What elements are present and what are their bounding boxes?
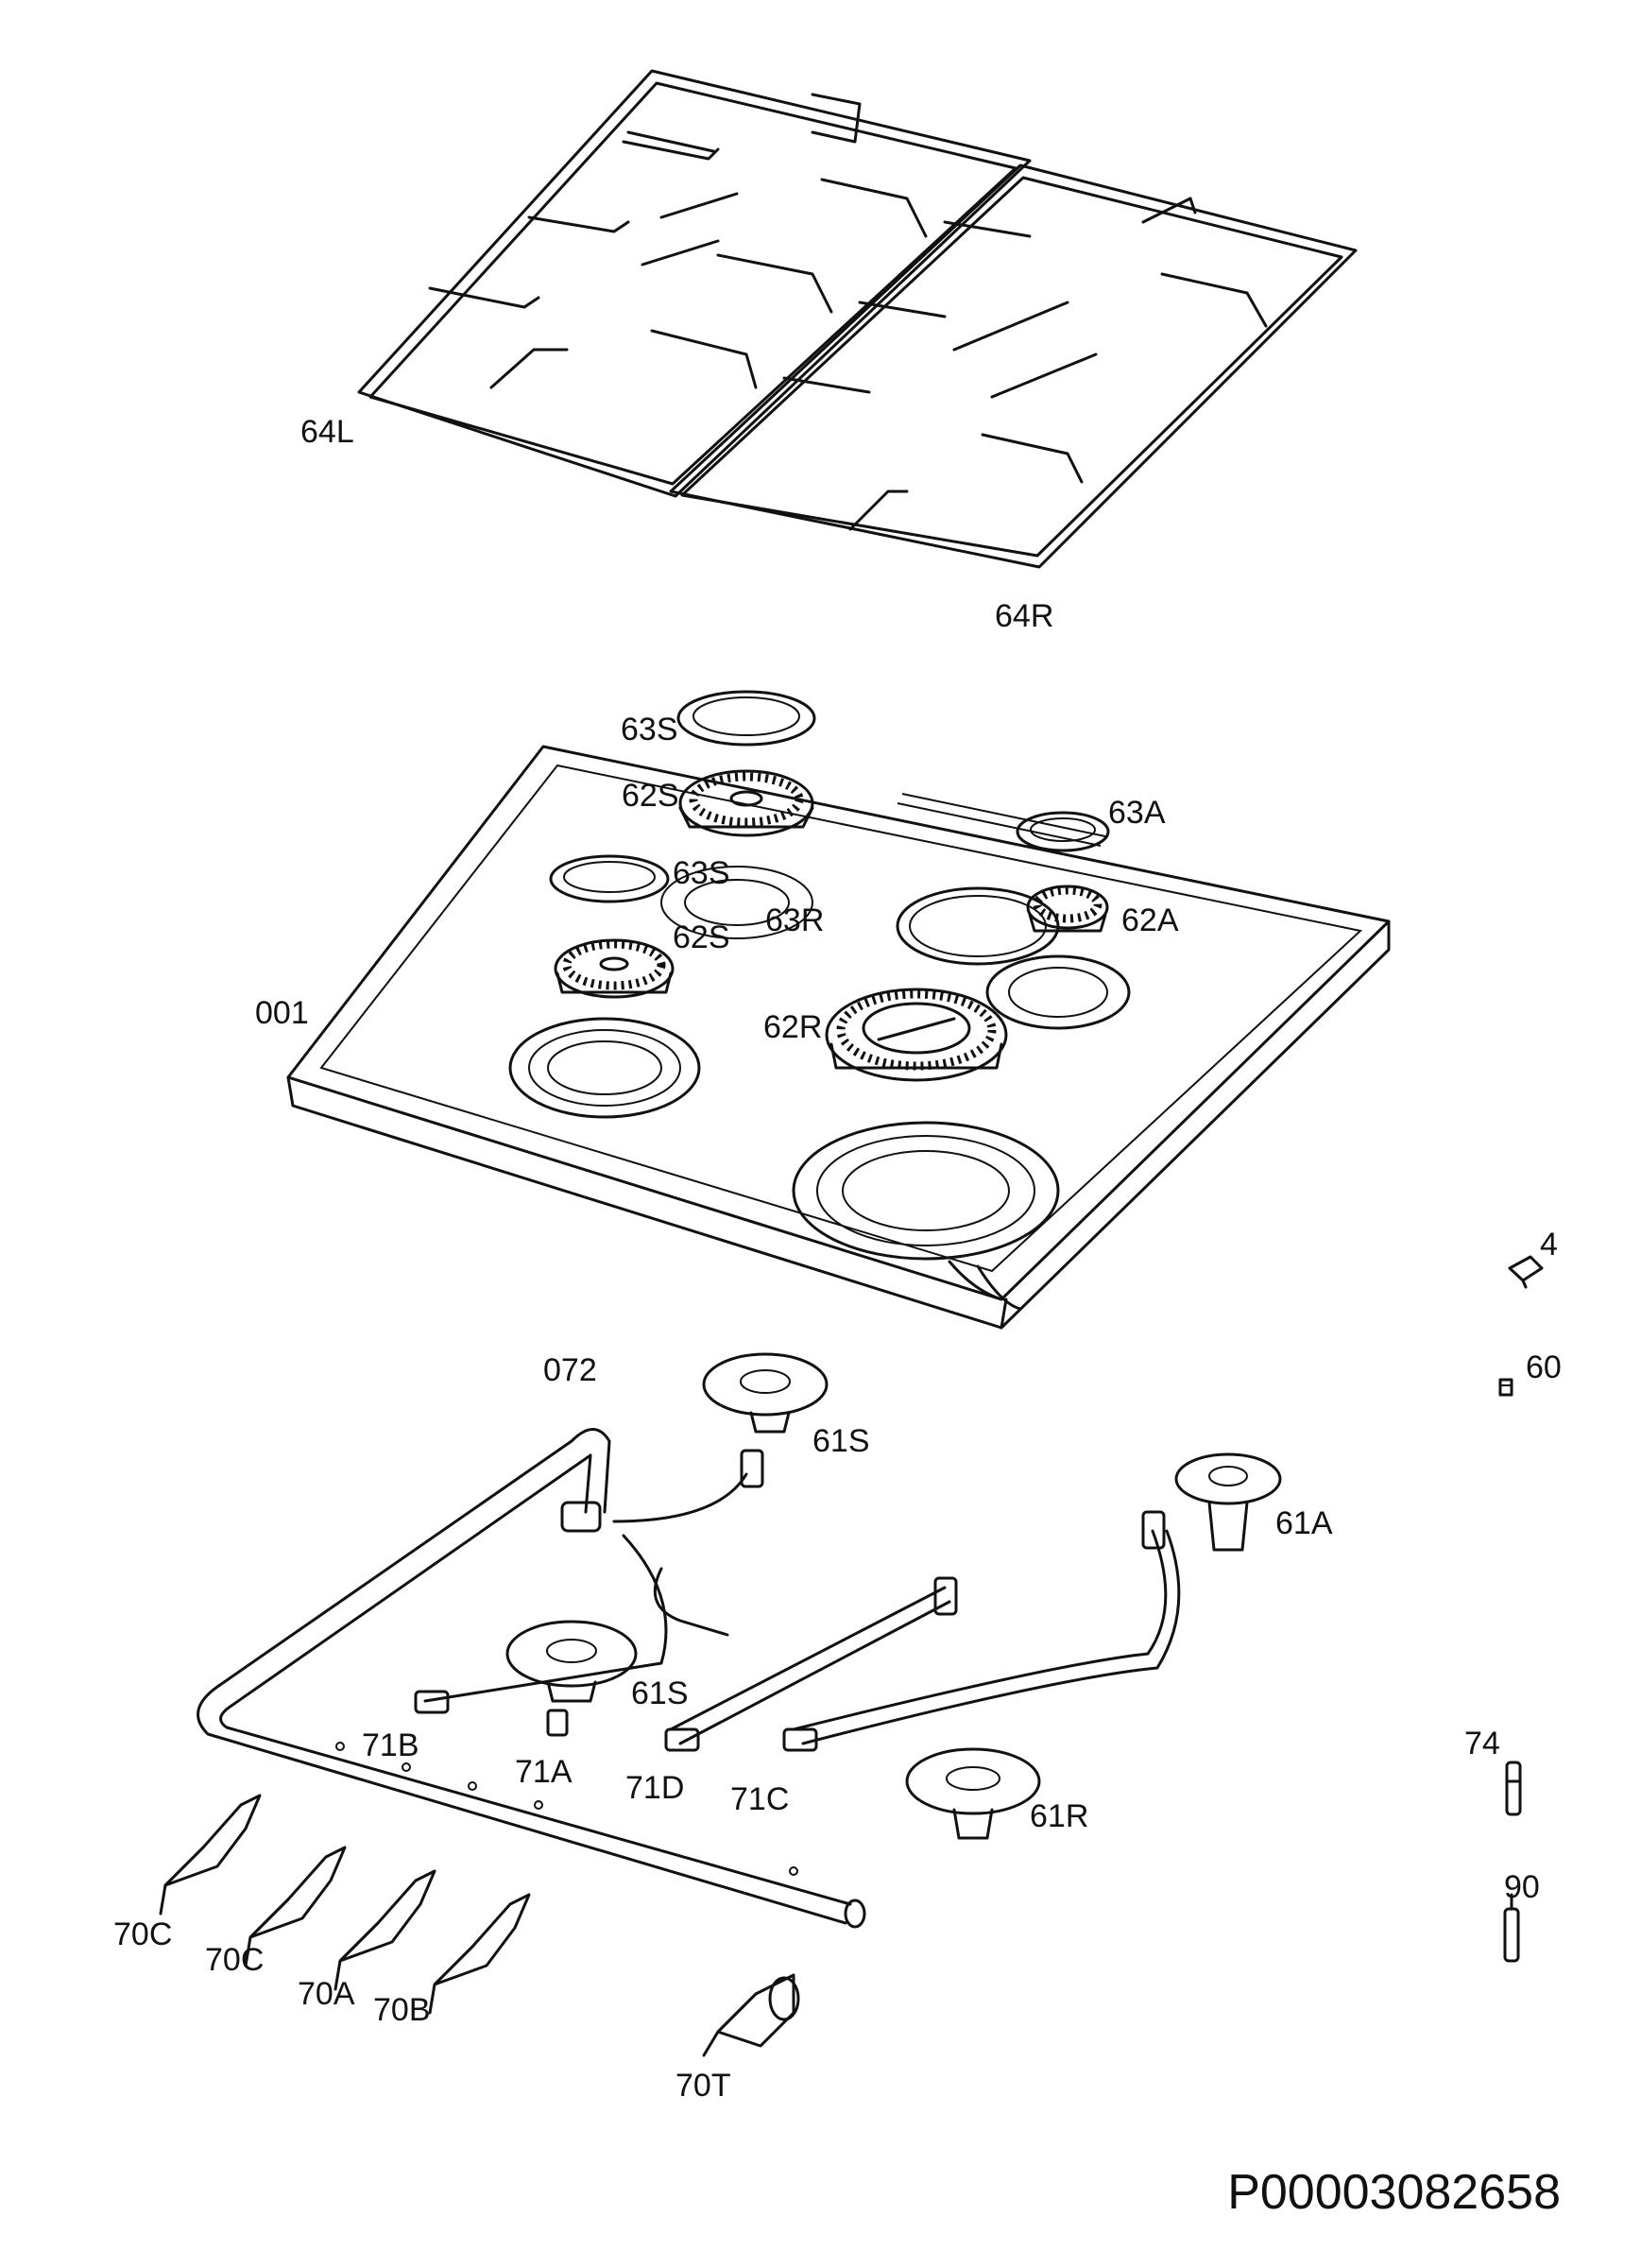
gas-tap-c1 bbox=[159, 1794, 262, 1916]
label-crown-small-mid: 62S bbox=[673, 919, 730, 955]
pan-grid-right bbox=[669, 163, 1358, 569]
label-burner-aux: 61A bbox=[1275, 1505, 1333, 1541]
screw bbox=[1498, 1378, 1513, 1397]
gas-tap-t bbox=[702, 1973, 800, 2057]
label-grid-right: 64R bbox=[995, 598, 1054, 634]
burner-body-rapid bbox=[905, 1747, 1041, 1840]
label-burner-small-front: 61S bbox=[631, 1675, 689, 1711]
label-cap-aux: 63A bbox=[1108, 795, 1166, 831]
thermocouple bbox=[1505, 1761, 1522, 1816]
label-gas-ramp: 072 bbox=[543, 1352, 597, 1388]
label-burner-small-rear: 61S bbox=[812, 1423, 870, 1459]
label-crown-rapid: 62R bbox=[763, 1009, 823, 1045]
label-cap-rapid: 63R bbox=[765, 902, 825, 938]
label-screw: 60 bbox=[1526, 1349, 1562, 1385]
burner-body-small-front bbox=[505, 1620, 638, 1703]
label-tap-c1: 70C bbox=[113, 1916, 173, 1952]
burner-crown-small-mid bbox=[554, 938, 675, 999]
burner-crown-small-top bbox=[678, 769, 814, 837]
label-tap-t: 70T bbox=[675, 2068, 731, 2104]
label-pipe-c: 71C bbox=[730, 1781, 790, 1817]
label-pipe-b: 71B bbox=[362, 1727, 419, 1763]
label-crown-small-top: 62S bbox=[622, 778, 679, 814]
pan-grid-left bbox=[357, 69, 1032, 498]
label-clip: 4 bbox=[1540, 1227, 1558, 1263]
label-cap-small-mid: 63S bbox=[673, 855, 730, 891]
gas-tap-a bbox=[333, 1869, 436, 1991]
gas-tap-b bbox=[428, 1893, 531, 2015]
label-tap-c2: 70C bbox=[205, 1942, 265, 1978]
gas-tap-c2 bbox=[244, 1846, 347, 1967]
label-thermocouple: 74 bbox=[1464, 1726, 1500, 1761]
gas-pipes bbox=[414, 1449, 1181, 1752]
burner-cap-aux bbox=[1016, 811, 1110, 852]
spark-plug bbox=[1503, 1893, 1520, 1963]
label-grid-left: 64L bbox=[300, 414, 354, 450]
label-pipe-a: 71A bbox=[515, 1754, 573, 1790]
burner-crown-aux bbox=[1026, 885, 1109, 933]
gas-ramp bbox=[197, 1428, 866, 1929]
burner-body-aux bbox=[1174, 1452, 1282, 1552]
burner-crown-rapid bbox=[825, 988, 1008, 1082]
label-hob-top: 001 bbox=[255, 995, 309, 1031]
label-crown-aux: 62A bbox=[1121, 902, 1179, 938]
fixing-clip bbox=[1508, 1255, 1544, 1289]
label-tap-a: 70A bbox=[298, 1976, 355, 2012]
label-pipe-d: 71D bbox=[625, 1770, 685, 1806]
label-spark-plug: 90 bbox=[1504, 1869, 1540, 1905]
label-burner-rapid: 61R bbox=[1030, 1798, 1089, 1834]
label-cap-small-top: 63S bbox=[621, 712, 678, 747]
document-id: P00003082658 bbox=[1227, 2165, 1561, 2220]
burner-cap-small-top bbox=[676, 690, 816, 747]
burner-body-small-rear bbox=[702, 1352, 829, 1434]
label-tap-b: 70B bbox=[373, 1992, 431, 2028]
